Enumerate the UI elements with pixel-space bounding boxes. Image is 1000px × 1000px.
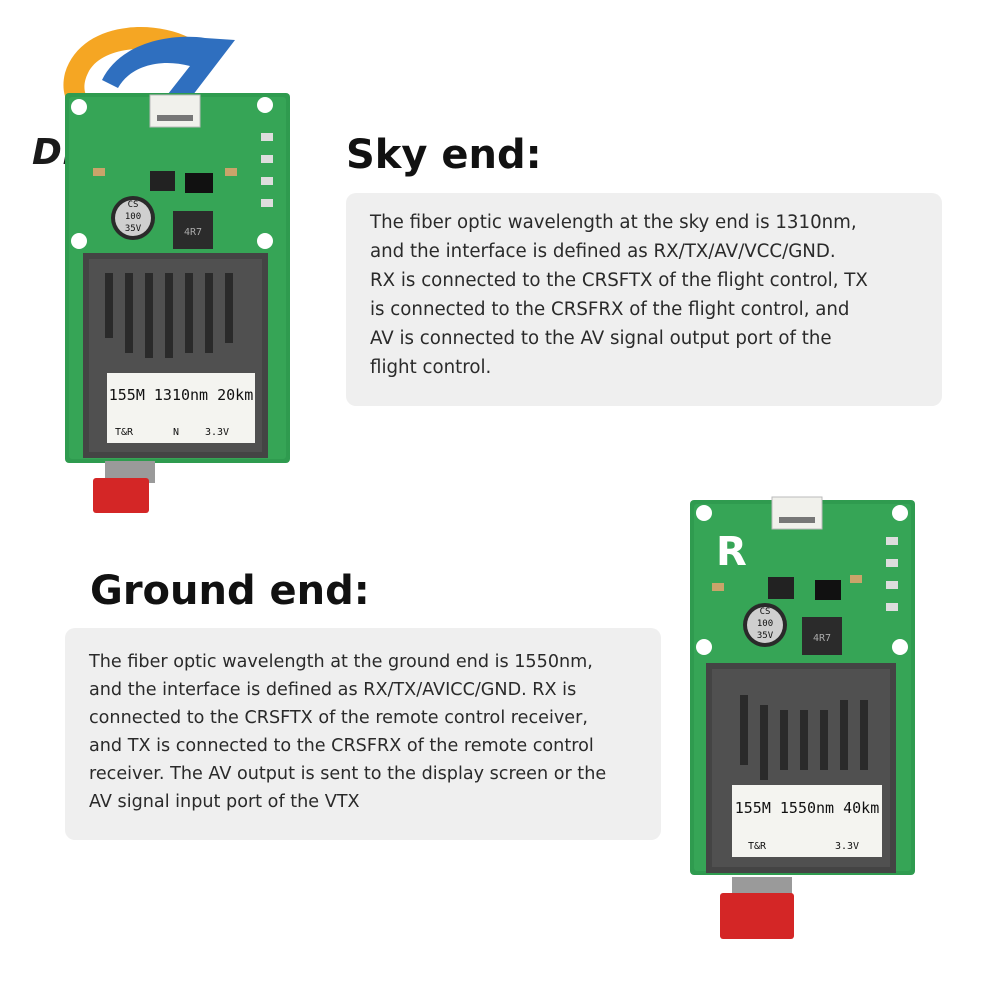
- ground-capacitor-line2: 100: [757, 619, 773, 629]
- ground-board-letter: R: [716, 529, 747, 575]
- sky-line-1: The fiber optic wavelength at the sky en…: [370, 212, 857, 233]
- ground-module-right-label: 3.3V: [835, 841, 859, 852]
- sky-end-board-image: CS 100 35V 4R7 155M 1310nm 20km T&R N 3.…: [65, 93, 290, 513]
- ground-line-6: AV signal input port of the VTX: [89, 792, 360, 812]
- ground-capacitor-line3: 35V: [757, 631, 774, 641]
- ground-end-description-box: The fiber optic wavelength at the ground…: [65, 628, 661, 840]
- ground-line-3: connected to the CRSFTX of the remote co…: [89, 708, 588, 728]
- sky-end-description-box: The fiber optic wavelength at the sky en…: [346, 193, 942, 406]
- ground-capacitor-line1: CS: [760, 607, 771, 617]
- sky-module-label: 155M 1310nm 20km: [109, 386, 254, 404]
- ground-module-label: 155M 1550nm 40km: [735, 799, 880, 817]
- sky-module-right-label: 3.3V: [205, 427, 229, 438]
- ground-module-left-label: T&R: [748, 841, 767, 852]
- sky-capacitor-line3: 35V: [125, 224, 142, 234]
- sky-inductor-label: 4R7: [184, 227, 202, 238]
- sky-line-2: and the interface is defined as RX/TX/AV…: [370, 241, 836, 262]
- sky-module-mid-label: N: [173, 427, 179, 438]
- ground-end-board-image: R CS 100 35V 4R7 155M 1550nm 40km T&R 3.…: [690, 496, 915, 939]
- sky-end-heading: Sky end:: [346, 132, 542, 178]
- sky-module-left-label: T&R: [115, 427, 134, 438]
- sky-capacitor-line2: 100: [125, 212, 141, 222]
- sky-line-3: RX is connected to the CRSFTX of the fli…: [370, 270, 868, 291]
- ground-inductor-label: 4R7: [813, 633, 831, 644]
- ground-line-2: and the interface is defined as RX/TX/AV…: [89, 680, 577, 700]
- sky-line-6: flight control.: [370, 357, 492, 378]
- sky-line-5: AV is connected to the AV signal output …: [370, 328, 832, 349]
- ground-line-4: and TX is connected to the CRSFRX of the…: [89, 736, 594, 756]
- ground-line-1: The fiber optic wavelength at the ground…: [89, 652, 593, 672]
- diymore-logo-icon: [63, 27, 235, 138]
- sky-line-4: is connected to the CRSFRX of the flight…: [370, 299, 850, 320]
- sky-capacitor-line1: CS: [128, 200, 139, 210]
- ground-line-5: receiver. The AV output is sent to the d…: [89, 764, 607, 784]
- ground-end-heading: Ground end:: [90, 568, 370, 614]
